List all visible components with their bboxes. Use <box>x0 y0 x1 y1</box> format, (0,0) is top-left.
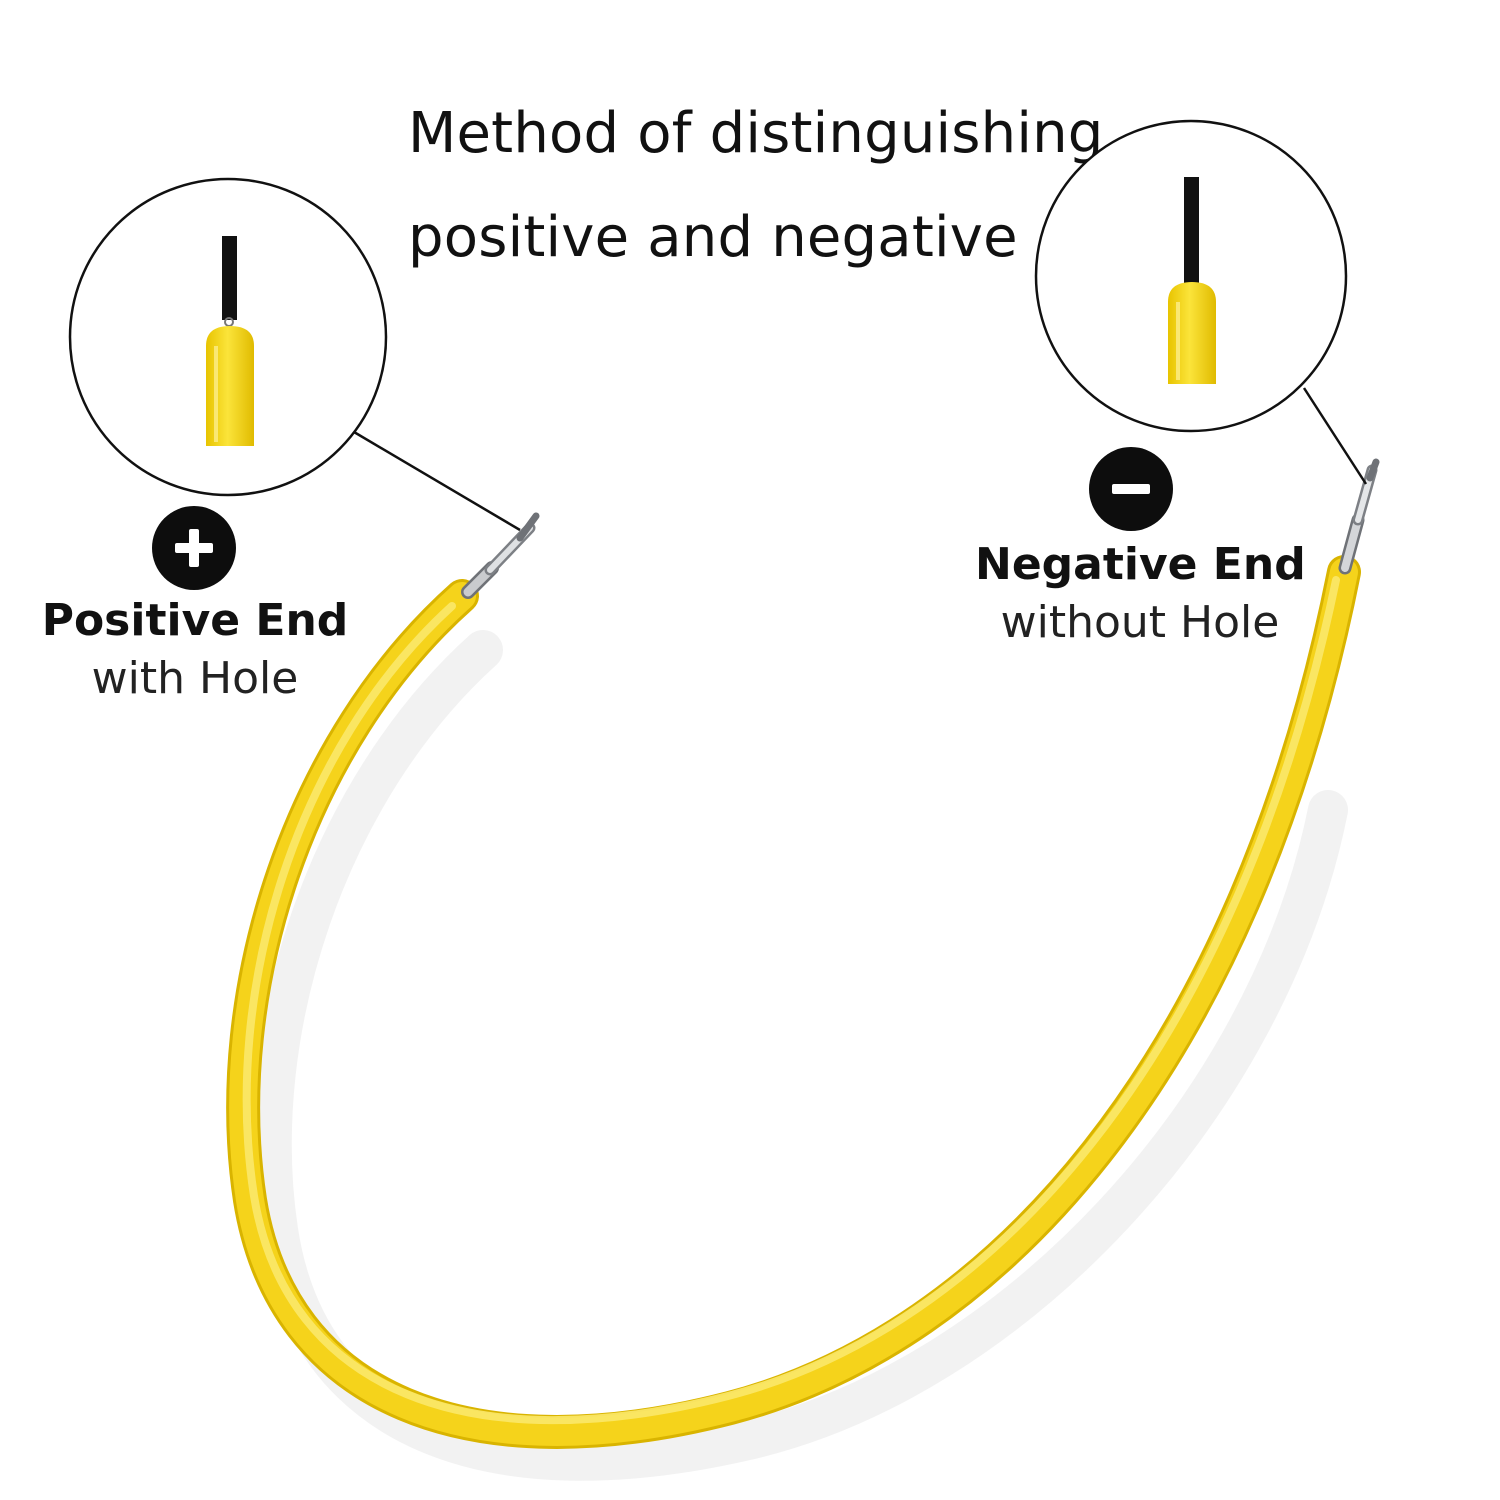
negative-end-title: Negative End <box>975 539 1306 590</box>
wire-shadow <box>251 630 1348 1481</box>
zoom-circle-negative <box>1034 119 1348 433</box>
negative-pin <box>1338 458 1380 575</box>
negative-end-subtitle: without Hole <box>1000 597 1280 648</box>
plus-icon <box>152 506 236 590</box>
positive-leader-line <box>353 430 521 532</box>
yellow-wire-highlight <box>242 576 1340 1425</box>
negative-leader-line <box>1302 387 1368 485</box>
positive-end-title: Positive End <box>41 595 349 646</box>
positive-end-subtitle: with Hole <box>91 653 299 704</box>
minus-icon <box>1089 447 1173 531</box>
zoom-circle-positive <box>68 177 388 497</box>
positive-end-label: Positive End with Hole <box>40 592 350 708</box>
title-line-1: Method of distinguishing <box>408 101 1104 166</box>
diagram-title: Method of distinguishing positive and ne… <box>408 82 1168 290</box>
negative-end-label: Negative End without Hole <box>975 536 1306 652</box>
positive-pin <box>461 512 540 599</box>
title-line-2: positive and negative <box>408 205 1018 270</box>
